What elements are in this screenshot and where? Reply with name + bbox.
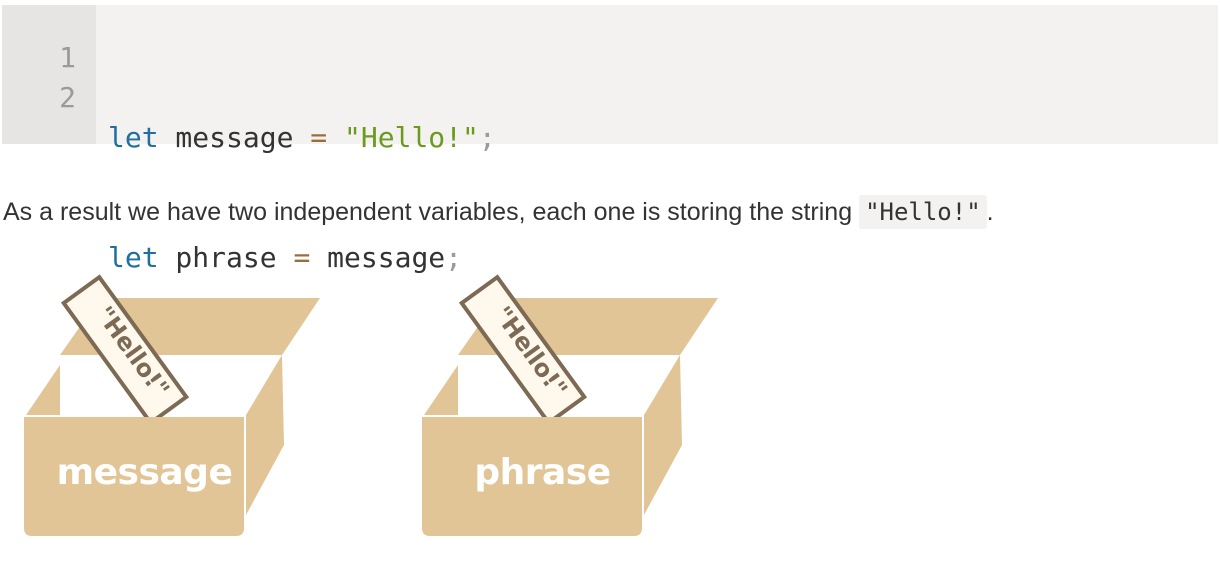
code-token-string: "Hello!" — [344, 121, 479, 154]
box-illustration — [422, 274, 718, 536]
code-token-punctuation: ; — [478, 121, 496, 154]
code-token-punctuation: ; — [445, 241, 463, 274]
paragraph-text: As a result we have two independent vari… — [3, 198, 860, 226]
box-side-panel — [246, 355, 284, 515]
code-content: let message = "Hello!"; let phrase = mes… — [96, 5, 496, 274]
code-block: 1 2 let message = "Hello!"; let phrase =… — [2, 5, 1218, 274]
code-token-keyword: let — [108, 121, 159, 154]
line-number-gutter: 1 2 — [2, 5, 96, 144]
variable-box-message: "Hello!" message — [22, 270, 342, 550]
code-token-identifier: message — [310, 241, 446, 274]
variable-box-phrase: "Hello!" phrase — [420, 270, 740, 550]
box-left-flap — [26, 365, 60, 415]
box-front — [422, 417, 642, 536]
box-illustration — [24, 274, 320, 536]
line-number: 2 — [59, 81, 76, 114]
code-token-space — [327, 121, 344, 154]
box-left-flap — [424, 365, 458, 415]
code-line-1: let message = "Hello!"; — [108, 118, 496, 158]
code-token-keyword: let — [108, 241, 159, 274]
box-front — [24, 417, 244, 536]
line-number: 1 — [59, 41, 76, 74]
value-tag — [458, 274, 588, 426]
inline-code: "Hello!" — [859, 195, 987, 229]
box-side-panel — [644, 355, 682, 515]
value-tag — [60, 274, 190, 426]
paragraph-text-end: . — [986, 198, 994, 226]
code-line-2: let phrase = message; — [108, 238, 496, 278]
box-label: message — [56, 452, 233, 493]
box-label: phrase — [474, 452, 611, 493]
explanation-paragraph: As a result we have two independent vari… — [3, 193, 994, 231]
code-token-identifier: phrase — [158, 241, 294, 274]
code-token-operator: = — [293, 241, 311, 274]
code-token-identifier: message — [158, 121, 311, 154]
code-token-operator: = — [310, 121, 328, 154]
